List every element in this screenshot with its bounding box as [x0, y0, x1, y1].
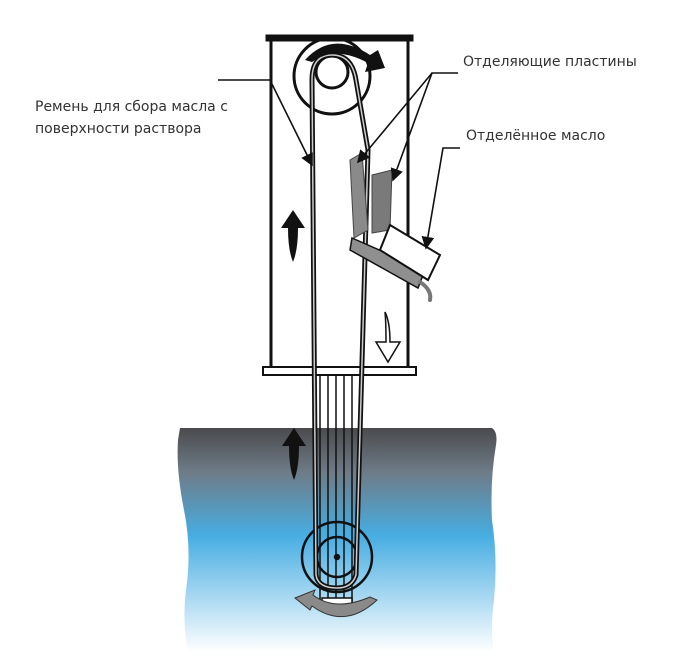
plates-label: Отделяющие пластины: [463, 54, 637, 70]
belt-label: Ремень для сбора масла с поверхности рас…: [35, 96, 228, 140]
belt-label-line1: Ремень для сбора масла с: [35, 99, 228, 115]
leader-lines: [218, 72, 460, 250]
down-arrow-icon: [374, 311, 402, 364]
water-body: [177, 428, 497, 652]
top-rotation-arrow-icon: [305, 43, 385, 72]
bottom-rotation-arrow-icon: [294, 589, 378, 618]
belt-label-line2: поверхности раствора: [35, 121, 202, 137]
oil-label: Отделённое масло: [466, 128, 606, 144]
up-arrow-water-icon: [282, 428, 306, 480]
up-arrow-icon: [281, 210, 305, 262]
separator-plates: [349, 152, 393, 239]
